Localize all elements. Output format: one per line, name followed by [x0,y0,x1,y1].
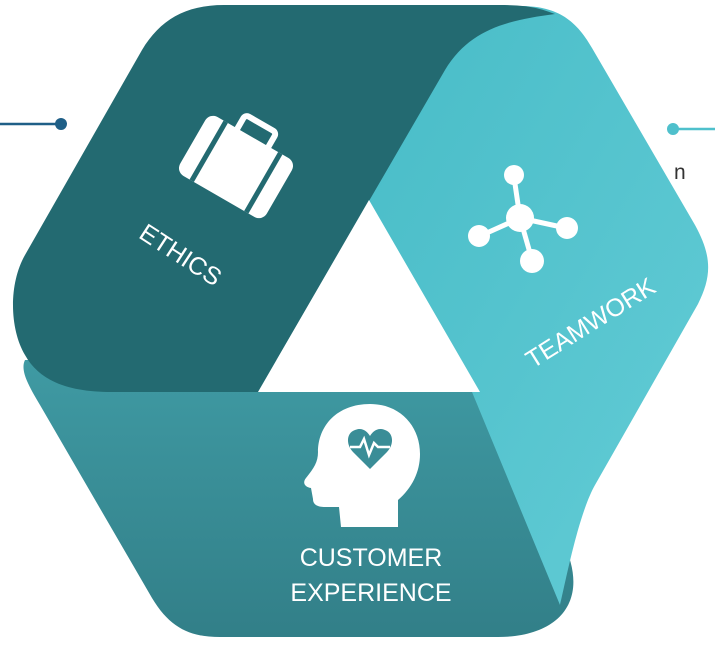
left-connector [0,118,67,130]
briefcase-icon [178,113,294,219]
head-heart-icon [304,404,420,527]
customer-experience-label-line1: CUSTOMER [300,544,443,572]
right-connector-dot [667,123,679,135]
teamwork-band [368,6,709,605]
right-connector [667,123,715,135]
right-partial-text: n [674,161,686,184]
customer-experience-band [23,360,574,637]
network-icon [468,165,578,273]
customer-experience-label-line2: EXPERIENCE [290,579,451,607]
center-triangle [258,200,480,392]
ethics-band [12,5,556,392]
left-connector-dot [55,118,67,130]
